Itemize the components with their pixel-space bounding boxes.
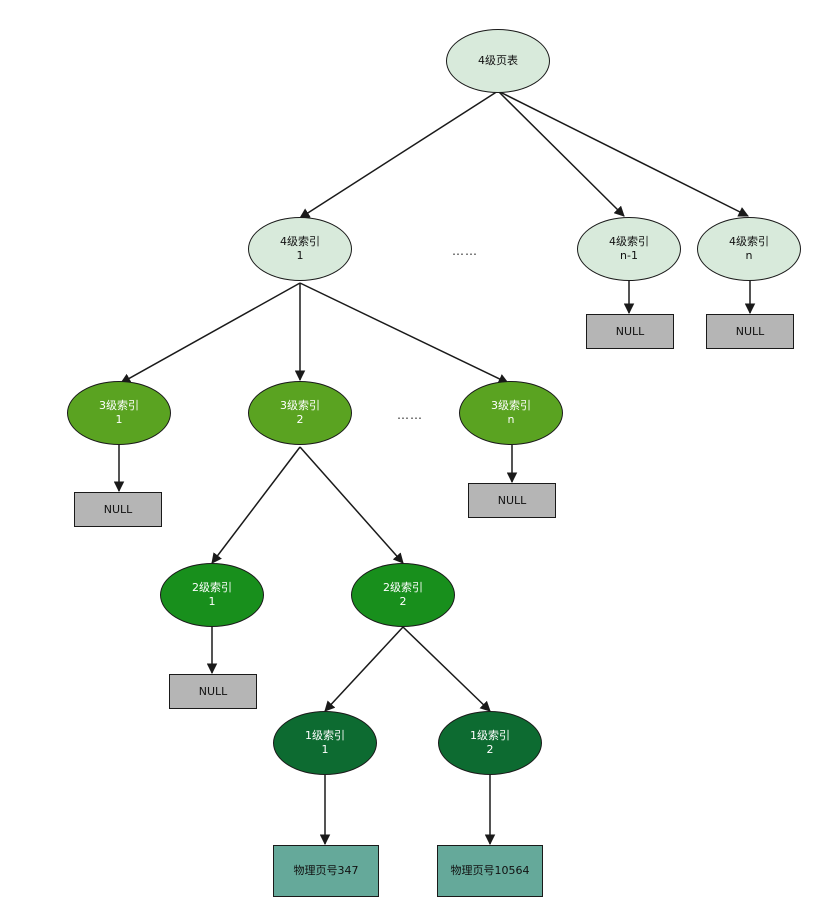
physical-page-347-box: 物理页号347 bbox=[273, 845, 379, 897]
null-box-level4-n-minus-1: NULL bbox=[586, 314, 674, 349]
level1-index-2-node: 1级索引 2 bbox=[438, 711, 542, 775]
level2-index-1-node: 2级索引 1 bbox=[160, 563, 264, 627]
null-box-level2-1: NULL bbox=[169, 674, 257, 709]
level3-index-2-node: 3级索引 2 bbox=[248, 381, 352, 445]
edge-l4-1-to-l3-n bbox=[299, 282, 509, 384]
null-box-level3-n: NULL bbox=[468, 483, 556, 518]
edge-l3-2-to-l2-1 bbox=[211, 446, 301, 564]
null-box-level3-1: NULL bbox=[74, 492, 162, 527]
level3-index-1-node: 3级索引 1 bbox=[67, 381, 171, 445]
edge-l3-2-to-l2-2 bbox=[299, 446, 404, 564]
edge-l4-1-to-l3-1 bbox=[120, 282, 301, 384]
edge-root-to-l4-n-minus-1 bbox=[497, 90, 625, 217]
level3-index-n-node: 3级索引 n bbox=[459, 381, 563, 445]
edge-l2-2-to-l1-2 bbox=[402, 626, 491, 712]
physical-page-10564-box: 物理页号10564 bbox=[437, 845, 543, 897]
level4-index-n-minus-1-node: 4级索引 n-1 bbox=[577, 217, 681, 281]
edge-root-to-l4-n bbox=[497, 90, 749, 217]
level3-ellipsis: …… bbox=[397, 408, 423, 422]
level4-index-n-node: 4级索引 n bbox=[697, 217, 801, 281]
root-page-table-node: 4级页表 bbox=[446, 29, 550, 93]
level4-index-1-node: 4级索引 1 bbox=[248, 217, 352, 281]
level4-ellipsis: …… bbox=[452, 244, 478, 258]
level2-index-2-node: 2级索引 2 bbox=[351, 563, 455, 627]
null-box-level4-n: NULL bbox=[706, 314, 794, 349]
level1-index-1-node: 1级索引 1 bbox=[273, 711, 377, 775]
edge-l2-2-to-l1-1 bbox=[324, 626, 404, 712]
edge-root-to-l4-1 bbox=[299, 90, 499, 219]
